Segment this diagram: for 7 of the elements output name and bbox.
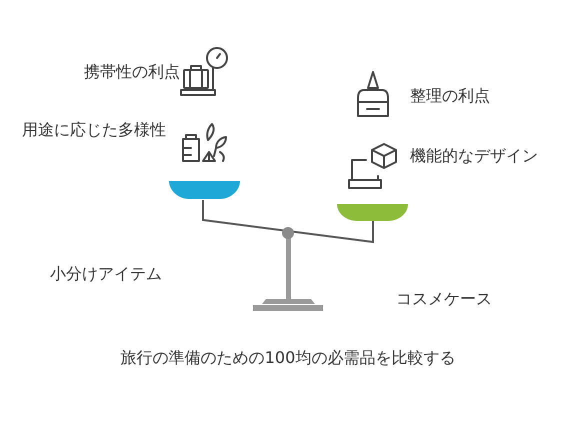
text-label: 機能的なデザイン <box>410 146 538 165</box>
text-label: 用途に応じた多様性 <box>22 120 166 139</box>
text-label: 整理の利点 <box>410 86 490 105</box>
text-label: 携帯性の利点 <box>84 62 180 81</box>
text-label: 小分けアイテム <box>50 264 162 283</box>
text-label: コスメケース <box>396 289 492 308</box>
caption: 旅行の準備のための100均の必需品を比較する <box>120 348 456 367</box>
